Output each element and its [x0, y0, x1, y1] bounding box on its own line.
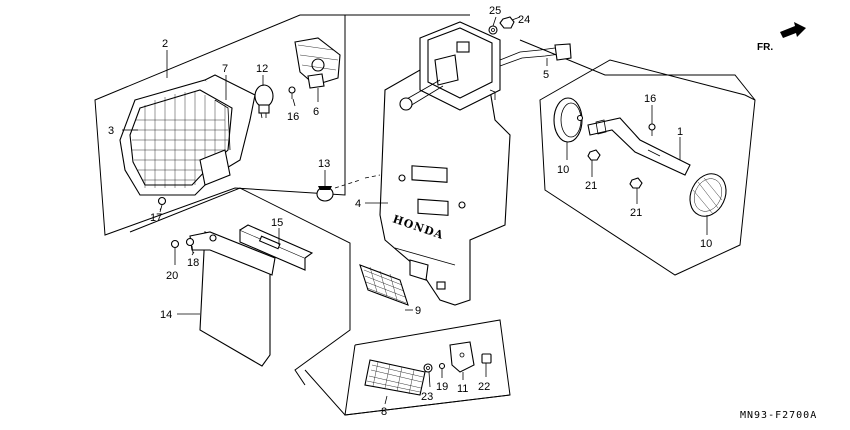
- callout-4: 4: [355, 198, 361, 210]
- callout-7: 7: [222, 63, 228, 75]
- callout-16-right: 16: [644, 93, 656, 105]
- callout-16-upper: 16: [287, 111, 299, 123]
- callout-numbers: 2 7 12 3 16 6 17 13 4 25 24 5 15 18 20 1…: [108, 5, 712, 418]
- callout-25: 25: [489, 5, 501, 17]
- bracket-body: [379, 69, 511, 306]
- callout-17: 17: [150, 212, 162, 224]
- callout-10-left: 10: [557, 164, 569, 176]
- reflector-9: [359, 264, 409, 306]
- boundary-reflector-group: [539, 59, 756, 276]
- callout-1: 1: [677, 126, 683, 138]
- side-reflector-right: [689, 173, 727, 217]
- boundary-main-group: [300, 14, 756, 416]
- callout-11: 11: [457, 383, 468, 395]
- screw-18: [185, 237, 195, 254]
- reflector-bracket-1: [587, 117, 691, 176]
- mudflap: [189, 231, 276, 367]
- plate-tab: [409, 259, 429, 281]
- light-socket-block: [399, 21, 572, 111]
- boundary-mudflap-group: [129, 187, 351, 386]
- bulb: [254, 84, 274, 119]
- leader-lines: [122, 16, 708, 405]
- front-arrow-icon: [780, 22, 806, 38]
- callout-20: 20: [166, 270, 178, 282]
- callout-14: 14: [160, 309, 172, 321]
- nut-21-upper: [587, 149, 601, 161]
- callout-15: 15: [271, 217, 283, 229]
- mudflap-bracket: [239, 224, 314, 271]
- callout-18: 18: [187, 257, 199, 269]
- nut-25: [488, 25, 498, 35]
- callout-19: 19: [436, 381, 448, 393]
- callout-12: 12: [256, 63, 268, 75]
- bolt-24: [499, 16, 515, 29]
- front-direction-indicator: FR.: [757, 22, 806, 53]
- callout-5: 5: [543, 69, 549, 81]
- screw-16-right: [648, 123, 656, 136]
- callout-9: 9: [415, 305, 421, 317]
- callout-23: 23: [421, 391, 433, 403]
- tail-light-assembly: [119, 74, 256, 196]
- callout-2: 2: [162, 38, 168, 50]
- callout-6: 6: [313, 106, 319, 118]
- callout-3: 3: [108, 125, 114, 137]
- grommet: [316, 186, 334, 202]
- front-label: FR.: [757, 42, 773, 53]
- nut-22: [481, 353, 492, 364]
- license-bracket: HONDA: [379, 69, 511, 306]
- callout-21-upper: 21: [585, 180, 597, 192]
- bracket-slot-lower: [417, 198, 449, 216]
- screw-16-upper: [288, 86, 296, 99]
- screw-20: [170, 239, 180, 258]
- screw-17: [157, 196, 167, 213]
- reflector-bracket-11: [449, 341, 475, 373]
- callout-13: 13: [318, 158, 330, 170]
- diagram-code: MN93-F2700A: [740, 410, 817, 421]
- callout-10-right: 10: [700, 238, 712, 250]
- callout-8: 8: [381, 406, 387, 418]
- bracket-slot-upper: [411, 165, 448, 183]
- lens-grid: [132, 92, 228, 188]
- reflector-8: [364, 359, 426, 396]
- tail-light-gasket: [204, 74, 256, 121]
- light-mount-tab: [199, 149, 231, 186]
- side-reflector-left: [553, 97, 584, 143]
- nut-21-lower: [629, 177, 643, 189]
- boundary-rear-reflector-group: [344, 319, 511, 416]
- callout-24: 24: [518, 14, 530, 26]
- callout-22: 22: [478, 381, 490, 393]
- nut-23: [423, 363, 433, 373]
- mudflap-mount-flange: [189, 231, 276, 276]
- screw-19: [438, 362, 446, 374]
- socket-cover: [294, 37, 341, 89]
- callout-21-lower: 21: [630, 207, 642, 219]
